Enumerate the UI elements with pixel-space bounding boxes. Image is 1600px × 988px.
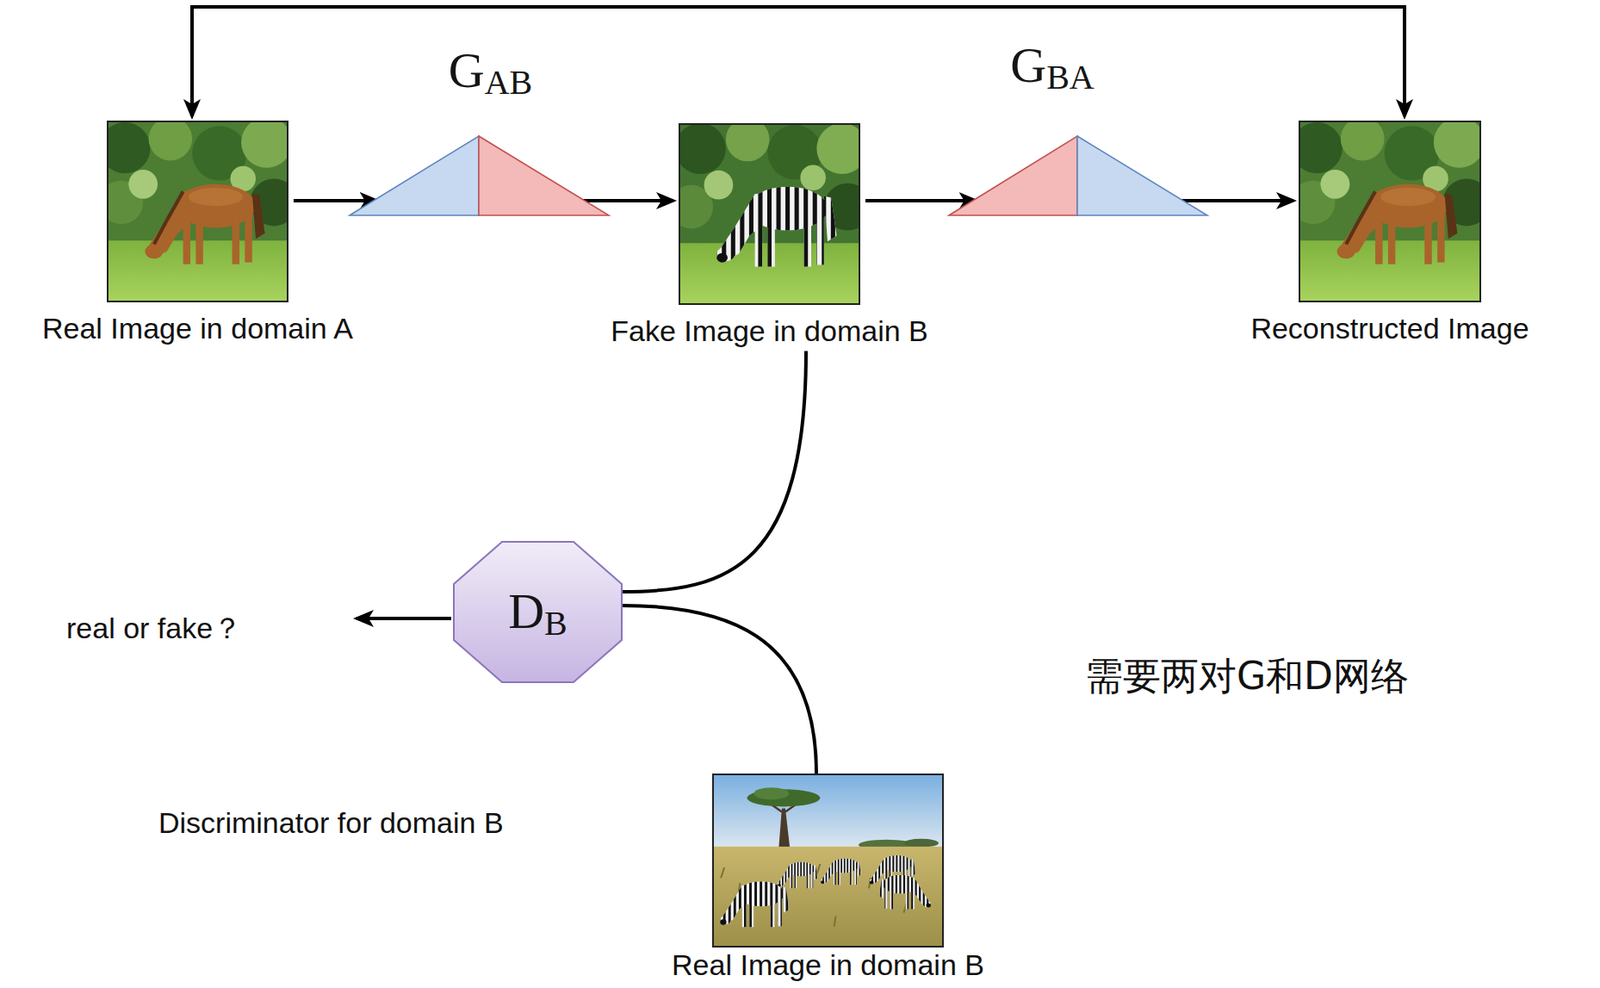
image-caption: Real Image in domain A <box>42 312 354 345</box>
output-arrow <box>356 616 452 621</box>
flow-arrow <box>1181 198 1294 203</box>
generator-label: GAB <box>448 37 533 106</box>
image-frame <box>1298 120 1482 303</box>
discriminator-label: DB <box>508 578 568 646</box>
flow-arrow <box>293 198 378 203</box>
output-label: real or fake？ <box>66 610 242 646</box>
image-frame <box>106 120 289 303</box>
image-caption: Real Image in domain B <box>671 948 985 981</box>
generator-half <box>948 136 1078 216</box>
flow-arrow <box>192 6 1405 117</box>
discriminator-octagon: DB <box>452 540 623 683</box>
image-frame <box>712 773 944 948</box>
generator-half <box>478 136 609 216</box>
note-text: 需要两对G和D网络 <box>1085 653 1409 700</box>
image-caption: Reconstructed Image <box>1250 312 1529 345</box>
horse-photo <box>106 120 289 303</box>
label-box: Discriminator for domain B <box>158 805 504 841</box>
zebra-photo <box>678 123 861 305</box>
generator-triangle: GAB <box>349 37 609 216</box>
generator-triangle: GBA <box>948 32 1208 216</box>
caption-text: Discriminator for domain B <box>158 805 504 841</box>
image-node: Real Image in domain B <box>668 773 988 981</box>
generator-shape <box>948 136 1208 216</box>
flow-arrow <box>582 198 674 203</box>
generator-label: GBA <box>1010 32 1094 100</box>
connector-curve <box>622 350 807 592</box>
image-frame <box>678 123 861 305</box>
label-box: 需要两对G和D网络 <box>1085 653 1409 700</box>
zebra-herd-photo <box>712 773 944 948</box>
flow-arrow <box>865 198 977 203</box>
connector-curve <box>622 605 817 774</box>
image-caption: Fake Image in domain B <box>610 315 929 348</box>
image-node: Fake Image in domain B <box>607 123 932 348</box>
image-node: Real Image in domain A <box>38 120 357 345</box>
generator-half <box>349 136 479 216</box>
generator-shape <box>349 136 609 216</box>
image-node: Reconstructed Image <box>1246 120 1533 345</box>
generator-half <box>1077 136 1208 216</box>
horse-photo <box>1298 120 1482 303</box>
label-box: real or fake？ <box>66 610 242 646</box>
